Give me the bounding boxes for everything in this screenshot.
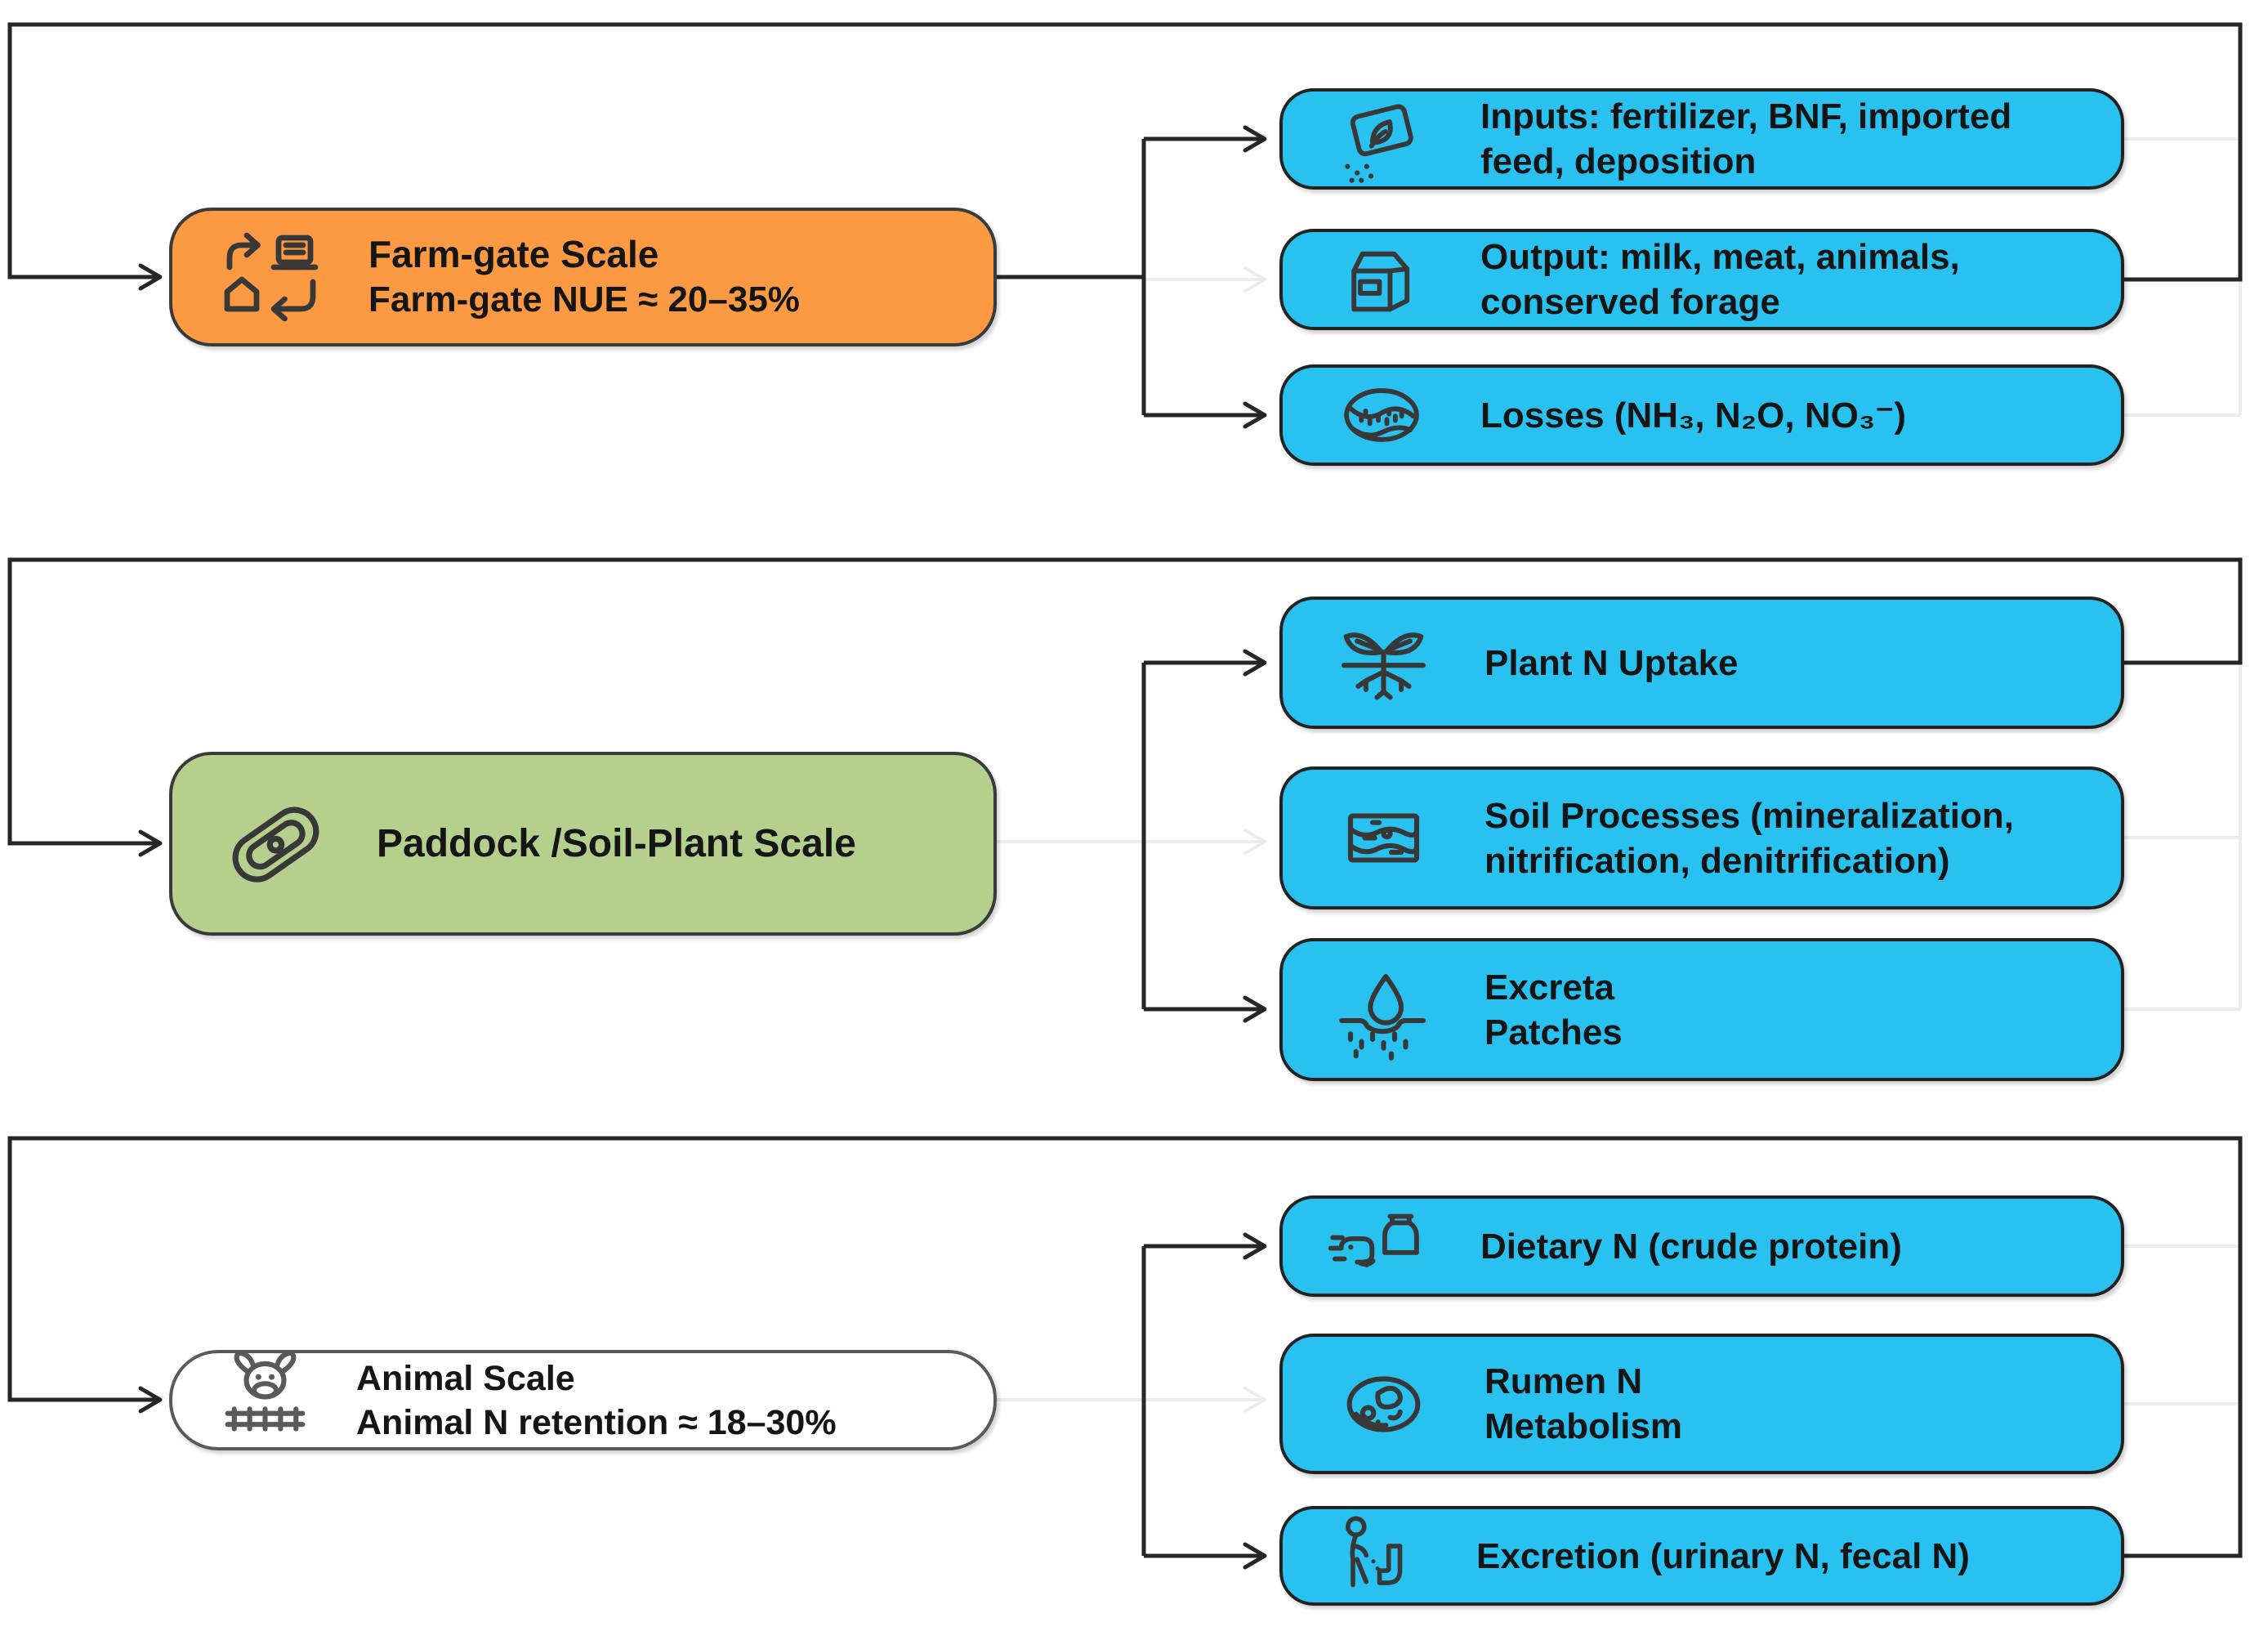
dietary-n-box: Dietary N (crude protein): [1279, 1195, 2124, 1297]
loop-excretion-to-animal: [7, 1136, 2243, 1558]
paddock-title: Paddock /Soil-Plant Scale: [377, 821, 856, 865]
losses-label: Losses (NH₃, N₂O, NO₃⁻): [1480, 395, 1907, 436]
paddock-scale-box: Paddock /Soil-Plant Scale: [169, 752, 997, 936]
excreta-patch-icon: [1328, 954, 1439, 1065]
soil-layers-icon: [1328, 783, 1439, 893]
inputs-box: Inputs: fertilizer, BNF, imported feed, …: [1279, 88, 2124, 190]
animal-retention-value: Animal N retention ≈ 18–30%: [356, 1402, 837, 1442]
farm-gate-scale-box: Farm-gate Scale Farm-gate NUE ≈ 20–35%: [169, 208, 997, 346]
plant-n-uptake-label: Plant N Uptake: [1484, 642, 1739, 683]
inputs-label: Inputs: fertilizer, BNF, imported feed, …: [1480, 96, 2012, 181]
paddock-loop-icon: [210, 779, 341, 909]
soil-processes-label: Soil Processes (mineralization, nitrific…: [1484, 795, 2015, 881]
cow-face-fence-icon: [210, 1345, 320, 1455]
dietary-n-label: Dietary N (crude protein): [1480, 1226, 1902, 1267]
animal-scale-box: Animal Scale Animal N retention ≈ 18–30%: [169, 1350, 997, 1450]
losses-box: Losses (NH₃, N₂O, NO₃⁻): [1279, 364, 2124, 466]
excretion-box: Excretion (urinary N, fecal N): [1279, 1506, 2124, 1606]
excreta-patches-label: Excreta Patches: [1484, 967, 1623, 1052]
output-label: Output: milk, meat, animals, conserved f…: [1480, 237, 1960, 322]
soil-patch-losses-icon: [1328, 362, 1435, 468]
farm-gate-nue-value: Farm-gate NUE ≈ 20–35%: [368, 279, 800, 320]
rumen-microbe-icon: [1328, 1349, 1439, 1459]
excretion-icon: [1328, 1505, 1431, 1607]
excretion-label: Excretion (urinary N, fecal N): [1476, 1535, 1970, 1576]
loop-output-to-farmgate: [7, 22, 2243, 291]
farm-nutrient-cycle-icon: [210, 216, 333, 338]
plant-n-uptake-box: Plant N Uptake: [1279, 597, 2124, 729]
soil-processes-box: Soil Processes (mineralization, nitrific…: [1279, 766, 2124, 909]
excreta-patches-box: Excreta Patches: [1279, 938, 2124, 1081]
animal-scale-title: Animal Scale: [356, 1358, 575, 1398]
rumen-metabolism-box: Rumen N Metabolism: [1279, 1334, 2124, 1474]
output-box: Output: milk, meat, animals, conserved f…: [1279, 229, 2124, 330]
loop-plantuptake-to-paddock: [7, 557, 2243, 857]
milk-carton-icon: [1328, 226, 1435, 333]
plant-n-uptake-icon: [1328, 608, 1439, 718]
rumen-metabolism-label: Rumen N Metabolism: [1484, 1361, 1683, 1446]
fertilizer-spreading-icon: [1328, 86, 1435, 192]
farm-gate-title: Farm-gate Scale: [368, 233, 659, 275]
dietary-feed-icon: [1328, 1193, 1435, 1299]
